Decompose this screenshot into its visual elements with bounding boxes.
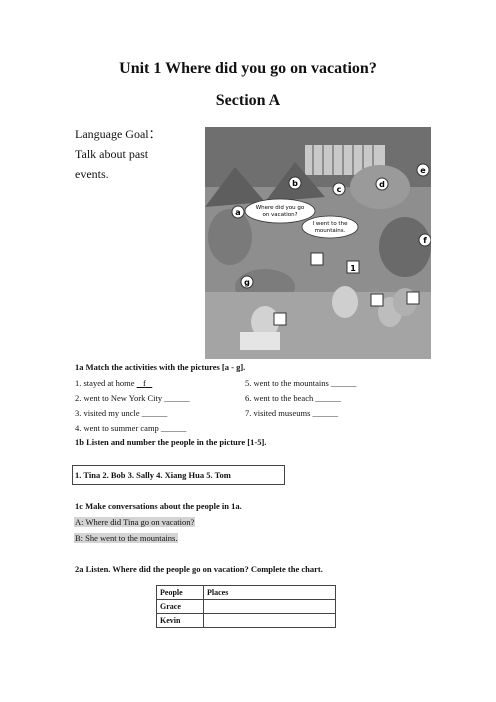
activity-1a-item-2: 2. went to New York City ______ (75, 393, 190, 403)
vacation-chart: People Places Grace Kevin (156, 585, 336, 628)
names-box: 1. Tina 2. Bob 3. Sally 4. Xiang Hua 5. … (72, 465, 285, 485)
bubble-1-text-2: on vacation? (262, 212, 297, 218)
picture-label-f: f (423, 236, 427, 245)
column-header-people: People (156, 585, 204, 600)
picture-label-g: g (244, 278, 250, 287)
table-row: Grace (156, 599, 336, 614)
picture-label-a: a (235, 208, 240, 217)
number-box-value: 1 (350, 264, 356, 273)
answer-f: f (142, 378, 146, 388)
vacation-illustration: Where did you go on vacation? I went to … (205, 127, 431, 359)
activity-1c-heading: 1c Make conversations about the people i… (75, 501, 242, 511)
number-box (310, 252, 324, 266)
bubble-2-text: I went to the (313, 221, 349, 227)
activity-1a-item-5: 5. went to the mountains ______ (245, 378, 357, 388)
row-label: Grace (156, 599, 204, 614)
bubble-1-text: Where did you go (256, 205, 305, 211)
conversation-line-a: A: Where did Tina go on vacation? (74, 517, 196, 527)
activity-1a-item-3: 3. visited my uncle ______ (75, 408, 168, 418)
activity-1a-heading: 1a Match the activities with the picture… (75, 362, 246, 372)
table-row: Kevin (156, 613, 336, 628)
picture-label-e: e (420, 166, 426, 175)
number-box (370, 293, 384, 307)
picture-label-d: d (379, 180, 385, 189)
places-cell[interactable] (203, 613, 336, 628)
activity-1a-item-7: 7. visited museums ______ (245, 408, 339, 418)
bubble-2-text-2: mountains. (315, 228, 346, 234)
activity-1a-item-1: 1. stayed at home f (75, 378, 146, 388)
language-goal-text-1: Talk about past (75, 147, 149, 161)
conversation-line-b: B: She went to the mountains. (74, 533, 179, 543)
number-box (273, 312, 287, 326)
picture-label-c: c (337, 185, 342, 194)
places-cell[interactable] (203, 599, 336, 614)
activity-1a-item-6: 6. went to the beach ______ (245, 393, 341, 403)
activity-1b-heading: 1b Listen and number the people in the p… (75, 437, 267, 447)
page-title: Unit 1 Where did you go on vacation? (119, 60, 377, 77)
activity-1a-item-4: 4. went to summer camp ______ (75, 423, 187, 433)
activity-2a-heading: 2a Listen. Where did the people go on va… (75, 564, 323, 574)
number-box (346, 260, 360, 274)
number-box (406, 291, 420, 305)
table-header-row: People Places (156, 585, 336, 600)
column-header-places: Places (203, 585, 336, 600)
row-label: Kevin (156, 613, 204, 628)
section-title: Section A (215, 92, 281, 109)
picture-label-b: b (292, 179, 298, 188)
language-goal-label: Language Goal： (75, 127, 161, 141)
language-goal-text-2: events. (75, 167, 109, 181)
